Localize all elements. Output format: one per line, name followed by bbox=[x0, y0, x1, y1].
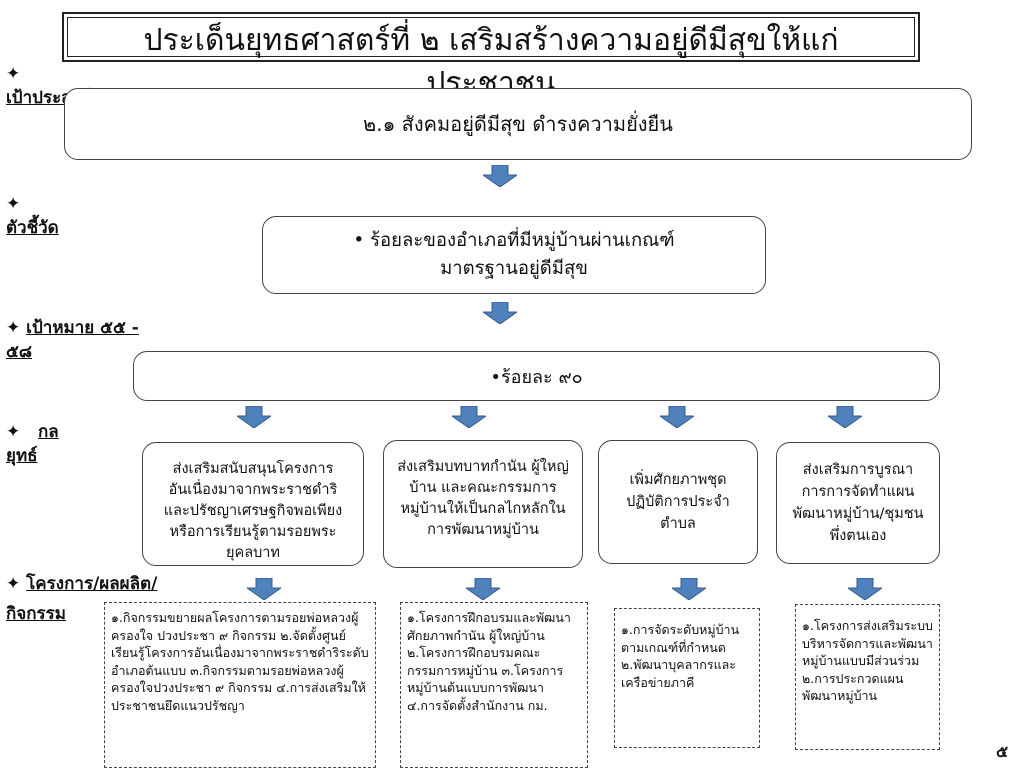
down-arrow-icon bbox=[660, 406, 694, 428]
page-number: ๕ bbox=[996, 742, 1009, 761]
strategy-box-3: เพิ่มศักยภาพชุดปฏิบัติการประจำตำบล bbox=[598, 440, 758, 564]
down-arrow-icon bbox=[672, 578, 706, 600]
bullet-icon: ✦ bbox=[6, 64, 21, 84]
down-arrow-icon bbox=[237, 406, 271, 428]
project-box-4: ๑.โครงการส่งเสริมระบบบริหารจัดการและพัฒน… bbox=[795, 604, 940, 750]
projects-label: ✦ โครงการ/ผลผลิต/ กิจกรรม bbox=[6, 574, 158, 624]
target-label: ✦ เป้าหมาย ๕๕ - ๕๘ bbox=[6, 318, 139, 362]
down-arrow-icon bbox=[483, 165, 517, 187]
page-title: ประเด็นยุทธศาสตร์ที่ ๒ เสริมสร้างความอยู… bbox=[143, 23, 839, 58]
objective-box: ๒.๑ สังคมอยู่ดีมีสุข ดำรงความยั่งยืน bbox=[64, 88, 972, 160]
strategy-box-1: ส่งเสริมสนับสนุนโครงการ อันเนื่องมาจากพร… bbox=[142, 442, 364, 566]
bullet-icon: ✦ bbox=[6, 318, 21, 338]
down-arrow-icon bbox=[466, 578, 500, 600]
target-box: •ร้อยละ ๙๐ bbox=[133, 351, 940, 401]
down-arrow-icon bbox=[848, 578, 882, 600]
bullet-icon: ✦ bbox=[6, 574, 21, 594]
down-arrow-icon bbox=[247, 578, 281, 600]
bullet-icon: ✦ bbox=[6, 422, 21, 442]
down-arrow-icon bbox=[452, 406, 486, 428]
strategy-box-4: ส่งเสริมการบูรณาการการจัดทำแผนพัฒนาหมู่บ… bbox=[776, 442, 940, 564]
down-arrow-icon bbox=[828, 406, 862, 428]
indicator-label: ✦ ตัวชี้วัด bbox=[6, 194, 59, 238]
title-frame bbox=[62, 12, 920, 62]
strategy-box-2: ส่งเสริมบทบาทกำนัน ผู้ใหญ่บ้าน และคณะกรร… bbox=[383, 440, 583, 568]
project-box-2: ๑.โครงการฝึกอบรมและพัฒนาศักยภาพกำนัน ผู้… bbox=[400, 602, 588, 768]
indicator-box: • ร้อยละของอำเภอที่มีหมู่บ้านผ่านเกณฑ์ ม… bbox=[262, 216, 766, 294]
bullet-icon: ✦ bbox=[6, 194, 21, 214]
project-box-3: ๑.การจัดระดับหมู่บ้านตามเกณฑ์ที่กำหนด ๒.… bbox=[614, 608, 760, 748]
project-box-1: ๑.กิจกรรมขยายผลโครงการตามรอยพ่อหลวงผู้คร… bbox=[104, 602, 376, 768]
down-arrow-icon bbox=[483, 302, 517, 324]
strategy-label: ✦ กล ยุทธ์ bbox=[6, 422, 59, 466]
